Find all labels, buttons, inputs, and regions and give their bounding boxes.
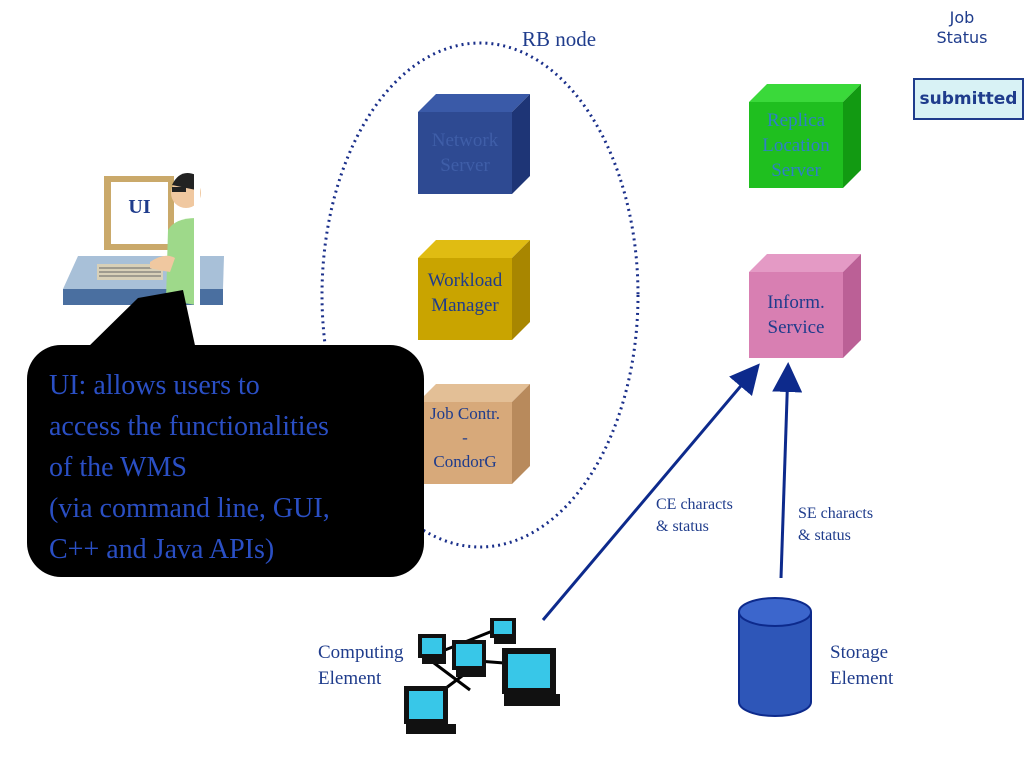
callout-pointer (85, 290, 196, 350)
job-status-title: Job Status (922, 8, 1002, 48)
computing-element-label: Computing Element (318, 640, 404, 692)
replica-label-line3: Server (771, 160, 821, 181)
job-status-badge: submitted (913, 78, 1024, 120)
network-server-label-line2: Server (440, 155, 490, 176)
computing-element-label-line1: Computing (318, 642, 404, 663)
callout-line-2: access the functionalities (49, 411, 329, 442)
job-status-title-line2: Status (936, 28, 988, 47)
ce-arrow-label-line1: CE characts (656, 496, 733, 513)
information-service-label: Inform. Service (749, 290, 843, 340)
se-arrow-label-line1: SE characts (798, 505, 874, 522)
se-to-info-arrow (772, 362, 803, 579)
ce-to-info-arrow (541, 363, 760, 621)
network-server-label: Network Server (418, 128, 512, 178)
callout-bubble (27, 345, 424, 577)
storage-element-label-line2: Element (830, 668, 894, 689)
workload-manager-label: Workload Manager (418, 268, 512, 318)
se-arrow-label: SE characts & status (798, 503, 873, 547)
replica-label-line2: Location (762, 135, 830, 156)
callout-line-1: UI: allows users to (49, 370, 260, 401)
callout-line-3: of the WMS (49, 452, 187, 483)
job-controller-label-line2: - (462, 428, 468, 447)
job-controller-label: Job Contr. - CondorG (418, 402, 512, 474)
computing-element-label-line2: Element (318, 668, 382, 689)
replica-location-server-label: Replica Location Server (749, 108, 843, 183)
rb-node-label: RB node (522, 27, 597, 51)
callout-text: UI: allows users to access the functiona… (49, 365, 419, 570)
network-server-label-line1: Network (431, 130, 499, 151)
info-service-label-line2: Service (767, 317, 825, 338)
job-controller-label-line3: CondorG (433, 452, 497, 471)
workload-manager-label-line1: Workload (427, 270, 503, 291)
rb-node-boundary (320, 41, 640, 549)
workload-manager-cube[interactable] (418, 240, 530, 340)
callout-line-4: (via command line, GUI, (49, 493, 330, 524)
workload-manager-label-line2: Manager (431, 295, 499, 316)
information-service-cube[interactable] (749, 254, 861, 358)
ce-arrow-label: CE characts & status (656, 494, 733, 538)
job-controller-label-line1: Job Contr. (430, 404, 500, 423)
ce-arrow-label-line2: & status (656, 518, 709, 535)
replica-label-line1: Replica (766, 110, 826, 131)
storage-element-label-line1: Storage (830, 642, 889, 663)
callout-line-5: C++ and Java APIs) (49, 534, 275, 565)
info-service-label-line1: Inform. (767, 292, 825, 313)
se-arrow-label-line2: & status (798, 527, 851, 544)
storage-element-cylinder[interactable] (738, 597, 812, 717)
replica-location-server-cube[interactable] (749, 84, 861, 188)
network-server-cube[interactable] (418, 94, 530, 194)
job-status-title-line1: Job (949, 8, 975, 27)
job-controller-cube[interactable] (418, 384, 530, 484)
storage-element-label: Storage Element (830, 640, 893, 692)
ui-workstation[interactable] (63, 160, 224, 310)
computing-element-cluster[interactable] (404, 618, 560, 734)
ui-screen-label: UI (128, 196, 151, 218)
